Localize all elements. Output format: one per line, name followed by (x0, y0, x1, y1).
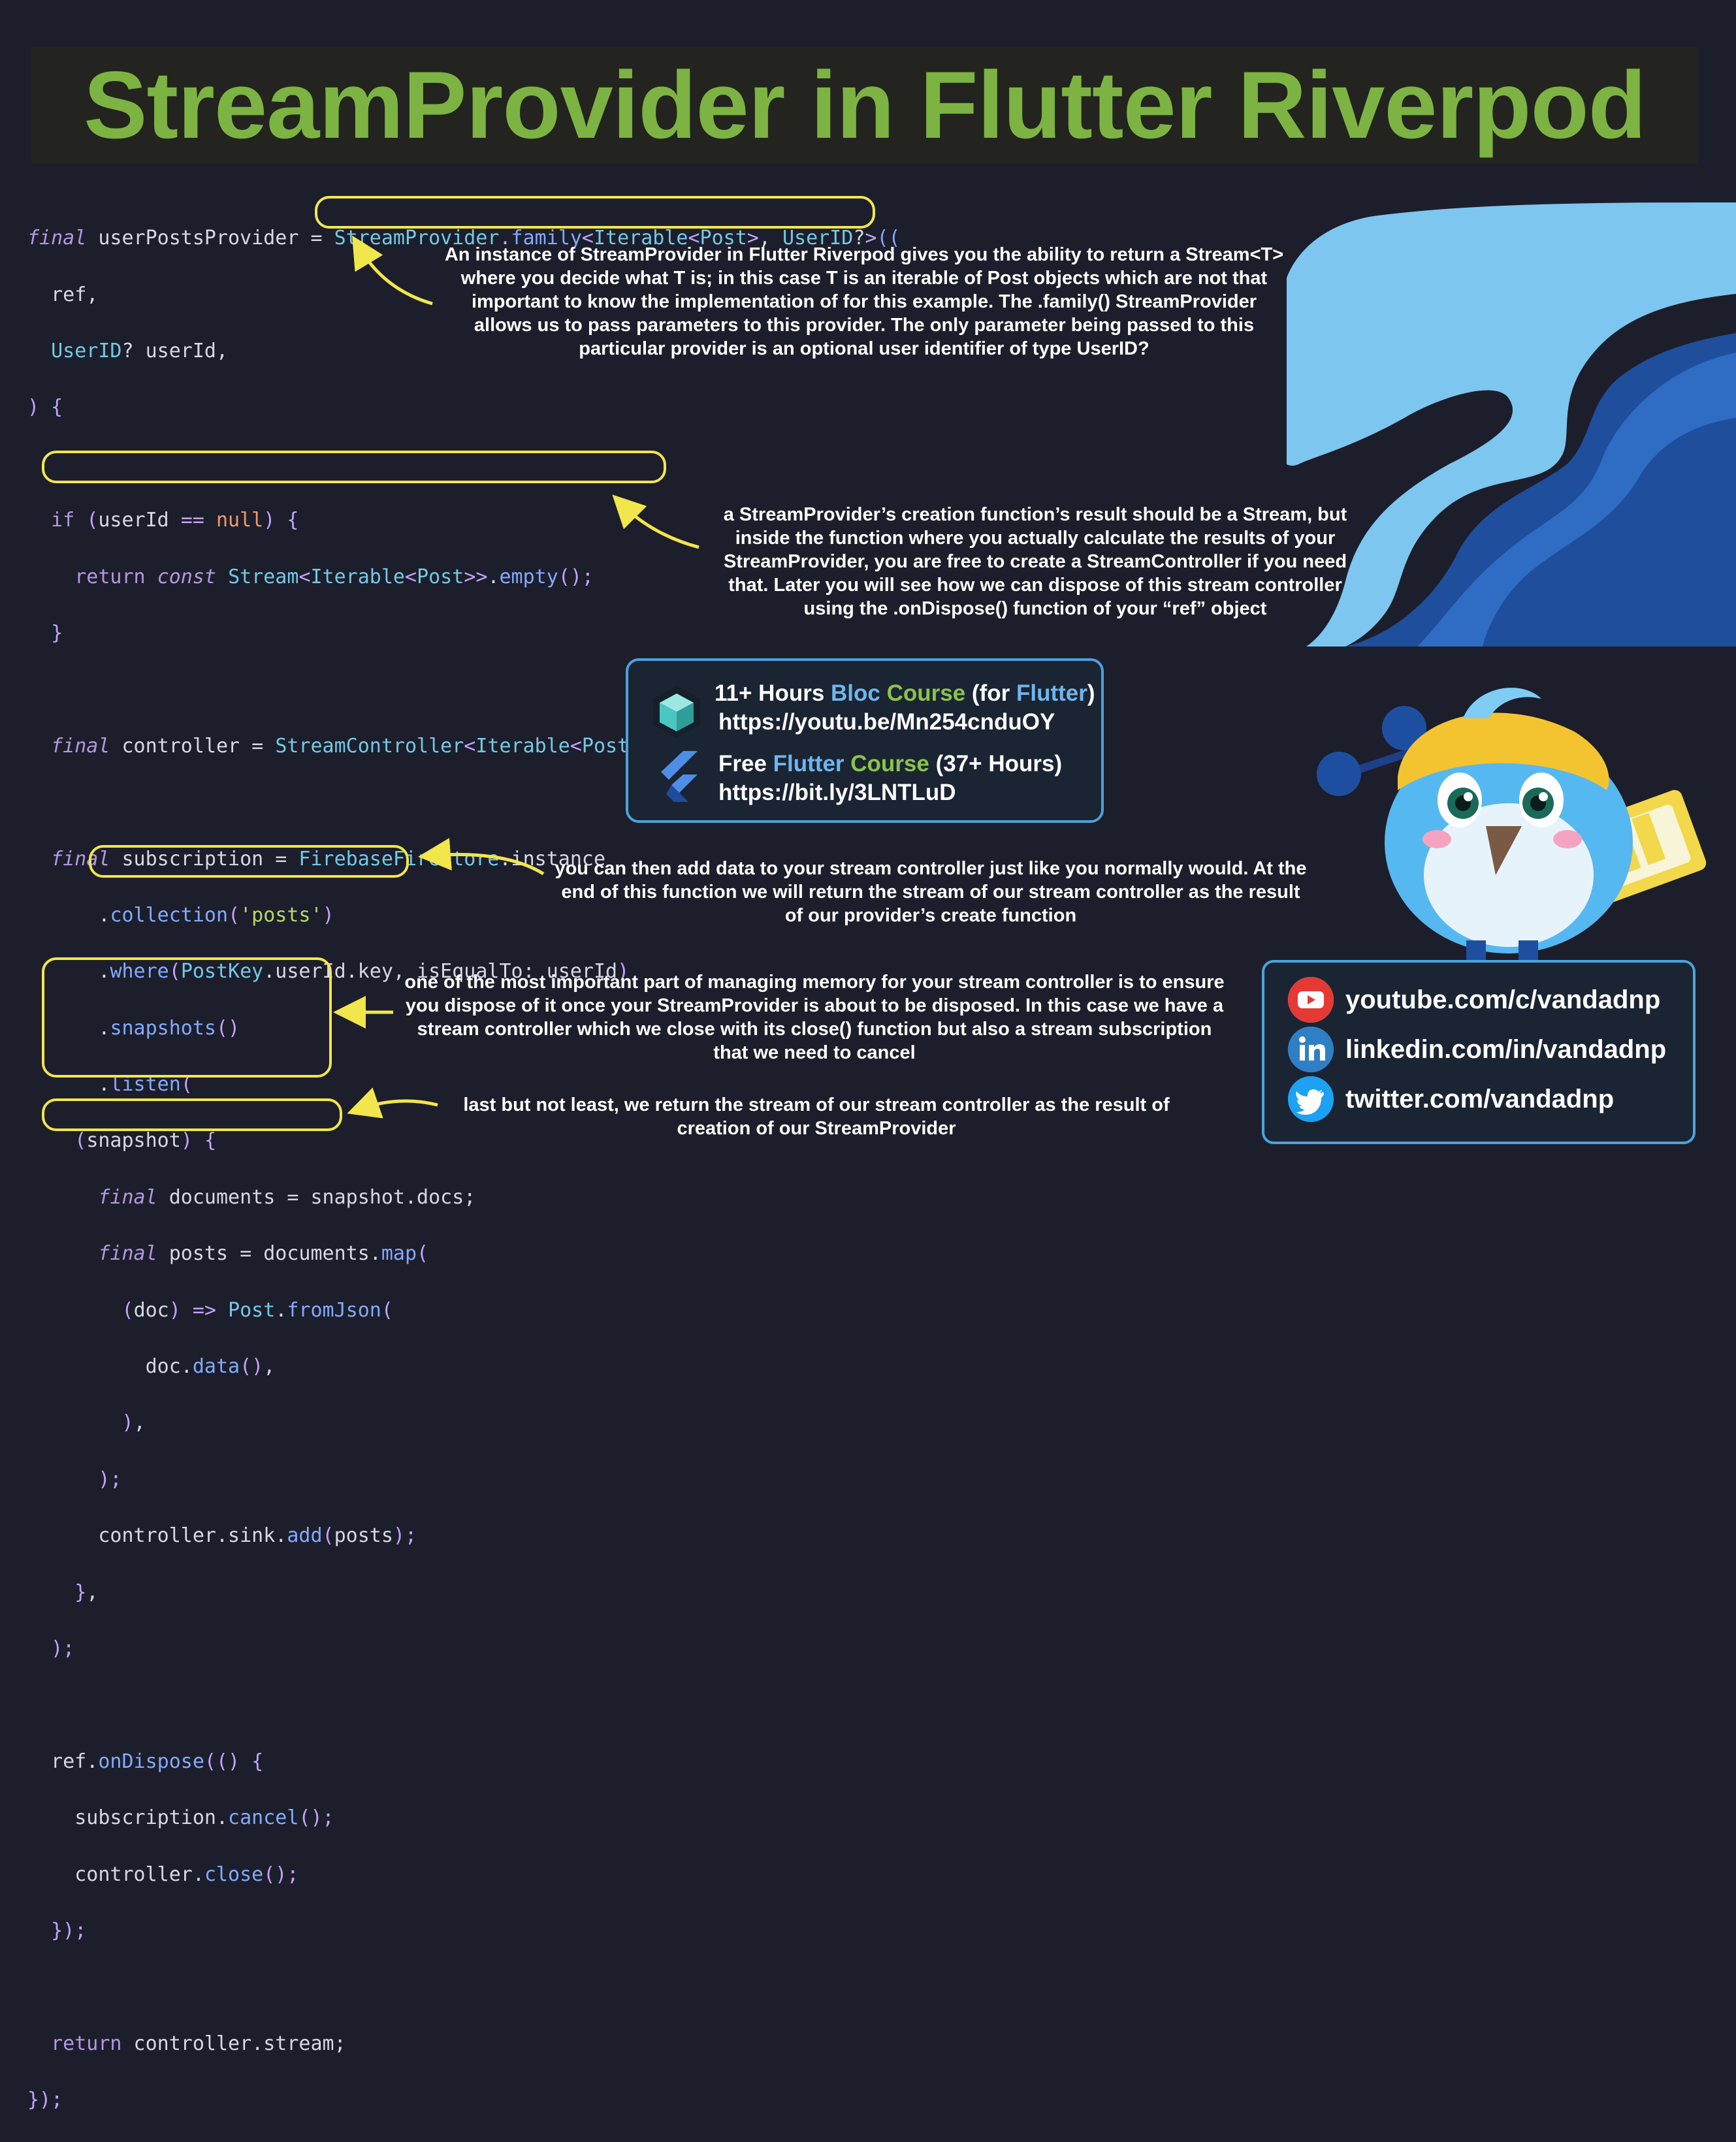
linkedin-text: linkedin.com/in/vandadnp (1345, 1034, 1667, 1064)
code-line-8: } (51, 621, 63, 645)
code-line-34: }); (27, 2088, 63, 2112)
arrow-1 (352, 235, 433, 306)
bloc-cube-icon (653, 686, 700, 738)
flutter-course-link[interactable]: https://bit.ly/3LNTLuD (718, 780, 956, 805)
flutter-word: Flutter (1016, 680, 1087, 706)
code-line-6: if (userId == null) { (51, 509, 299, 532)
code-line-25: }, (74, 1580, 99, 1604)
code-line-31: }); (51, 1919, 87, 1942)
highlight-on-dispose (42, 957, 332, 1078)
code-line-20: (doc) => Post.fromJson( (121, 1298, 393, 1322)
code-line-22: ), (121, 1411, 146, 1435)
code-line-14: .where(PostKey.userId.key, isEqualTo: us… (27, 960, 630, 983)
code-line-7: return const Stream<Iterable<Post>>.empt… (74, 565, 594, 588)
free-flutter-word: Flutter (773, 751, 844, 776)
flutter-logo-icon (661, 751, 698, 802)
code-line-27 (27, 1691, 901, 1719)
highlight-return-stream (42, 1098, 342, 1131)
code-line-23: ); (98, 1467, 122, 1491)
annotation-2: a StreamProvider’s creation function’s r… (723, 504, 1347, 619)
code-line-4: ) { (27, 396, 63, 419)
code-line-13: .collection('posts') (27, 903, 334, 927)
page-title: StreamProvider in Flutter Riverpod (84, 52, 1647, 158)
bloc-course-link[interactable]: https://youtu.be/Mn254cnduOY (718, 709, 1055, 735)
highlight-stream-controller (42, 451, 666, 483)
free-prefix: Free (718, 751, 773, 776)
bloc-word: Bloc (831, 680, 880, 706)
title-bar: StreamProvider in Flutter Riverpod (31, 47, 1698, 163)
linkedin-icon (1288, 1027, 1334, 1072)
for-text: (for (965, 680, 1016, 706)
code-line-17: (snapshot) { (74, 1129, 216, 1153)
annotation-arrows (333, 235, 699, 1119)
code-line-18: final documents = snapshot.docs; (98, 1185, 476, 1209)
highlight-streamprovider-family (315, 196, 875, 229)
youtube-link[interactable]: youtube.com/c/vandadnp (1288, 977, 1660, 1023)
riverpod-logo (1287, 202, 1736, 647)
code-line-33: return controller.stream; (51, 2032, 346, 2055)
code-line-28: ref.onDispose(() { (27, 1750, 264, 1773)
free-suffix: (37+ Hours) (929, 751, 1063, 776)
arrow-3 (418, 838, 545, 876)
logo-mid-shape (1417, 353, 1736, 647)
twitter-text: twitter.com/vandadnp (1345, 1084, 1615, 1113)
youtube-icon (1288, 977, 1334, 1023)
logo-upper-shape (1287, 202, 1736, 647)
code-line-30: controller.close(); (27, 1862, 299, 1886)
annotation-5: last but not least, we return the stream… (463, 1095, 1170, 1139)
bloc-prefix: 11+ Hours (715, 680, 831, 706)
arrow-5 (347, 1087, 438, 1119)
code-line-29: subscription.cancel(); (27, 1806, 334, 1830)
twitter-link[interactable]: twitter.com/vandadnp (1288, 1076, 1614, 1122)
arrow-2 (612, 494, 699, 549)
course-promo-box: 11+ Hours Bloc Course (for Flutter) http… (626, 658, 1104, 823)
annotation-4: one of the most important part of managi… (404, 972, 1225, 1063)
annotation-1: An instance of StreamProvider in Flutter… (444, 244, 1284, 359)
flutter-course-title: Free Flutter Course (37+ Hours) (718, 751, 1062, 777)
twitter-icon (1288, 1076, 1334, 1122)
bloc-course-word: Course (886, 680, 966, 706)
highlight-sink-add (89, 845, 409, 878)
code-line-15: .snapshots() (27, 1016, 240, 1040)
code-line-32 (27, 1973, 901, 2001)
code-line-2: ref, (27, 283, 99, 306)
code-line-3: UserID? userId, (51, 339, 229, 362)
close-paren: ) (1087, 680, 1095, 706)
mascot-bird-icon (1317, 688, 1707, 967)
social-links-box: youtube.com/c/vandadnp linkedin.com/in/v… (1262, 960, 1696, 1144)
free-course-word: Course (850, 751, 929, 776)
code-line-21: doc.data(), (27, 1355, 276, 1379)
bloc-course-title: 11+ Hours Bloc Course (for Flutter) (715, 680, 1095, 707)
linkedin-link[interactable]: linkedin.com/in/vandadnp (1288, 1027, 1666, 1072)
annotation-3: you can then add data to your stream con… (555, 858, 1307, 926)
code-line-26: ); (51, 1637, 75, 1660)
code-line-24: controller.sink.add(posts); (27, 1524, 417, 1548)
code-line-19: final posts = documents.map( (98, 1242, 429, 1266)
youtube-text: youtube.com/c/vandadnp (1345, 985, 1661, 1014)
code-line-1: final userPostsProvider = StreamProvider… (27, 227, 901, 250)
